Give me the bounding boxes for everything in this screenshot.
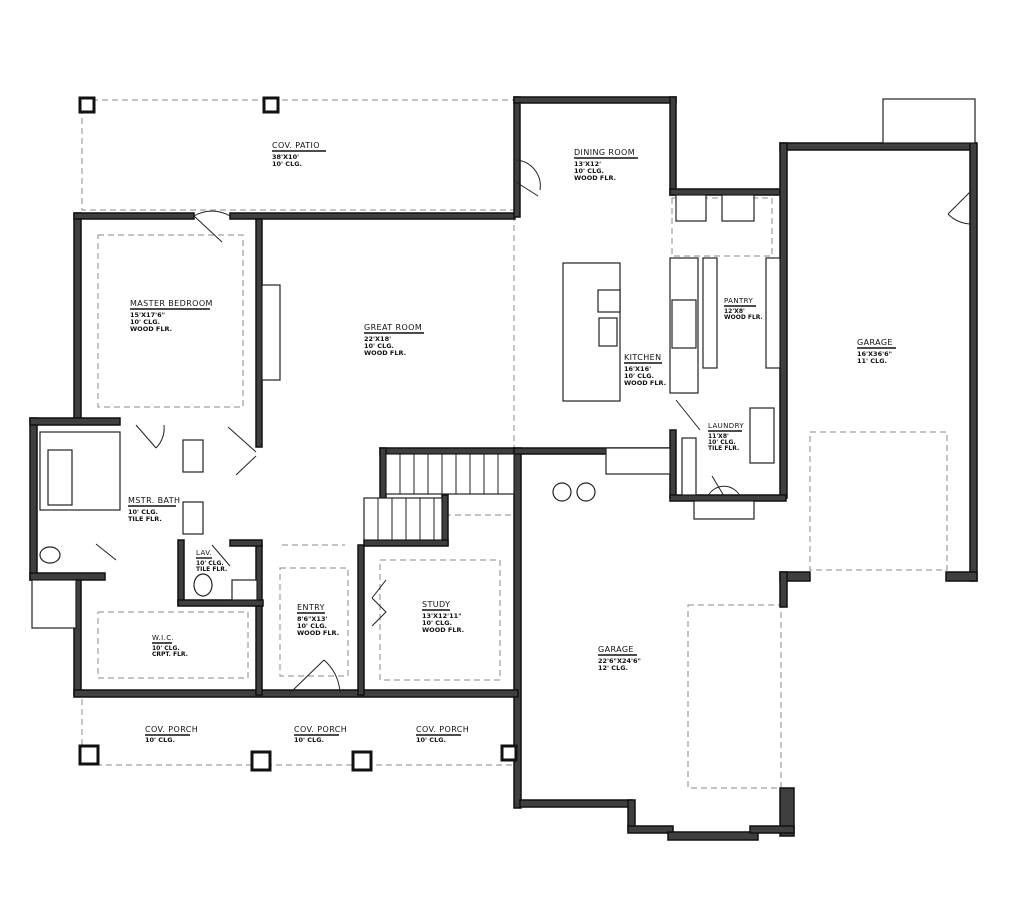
svg-text:10' CLG.: 10' CLG. — [272, 160, 302, 168]
svg-text:DINING ROOM: DINING ROOM — [574, 148, 635, 157]
room-label-entry: ENTRY 8'6"X13' 10' CLG. WOOD FLR. — [297, 603, 339, 637]
svg-text:10' CLG.: 10' CLG. — [574, 167, 604, 175]
svg-text:GREAT ROOM: GREAT ROOM — [364, 323, 422, 332]
room-label-garage-right: GARAGE 16'X36'6" 11' CLG. — [857, 338, 896, 365]
room-label-kitchen: KITCHEN 16'X16' 10' CLG. WOOD FLR. — [624, 353, 666, 387]
svg-text:PANTRY: PANTRY — [724, 297, 753, 305]
svg-text:10' CLG.: 10' CLG. — [364, 342, 394, 350]
svg-text:LAV.: LAV. — [196, 549, 212, 557]
svg-text:10' CLG.: 10' CLG. — [145, 736, 175, 744]
svg-text:COV. PORCH: COV. PORCH — [145, 725, 198, 734]
svg-text:8'6"X13': 8'6"X13' — [297, 615, 327, 623]
svg-text:WOOD FLR.: WOOD FLR. — [574, 174, 616, 182]
svg-text:KITCHEN: KITCHEN — [624, 353, 661, 362]
room-label-garage-lower: GARAGE 22'6"X24'6" 12' CLG. — [598, 645, 641, 672]
svg-text:10' CLG.: 10' CLG. — [130, 318, 160, 326]
room-label-cov-porch-1: COV. PORCH 10' CLG. — [145, 725, 198, 744]
svg-text:13'X12'11": 13'X12'11" — [422, 612, 462, 620]
svg-text:COV. PORCH: COV. PORCH — [416, 725, 469, 734]
room-label-cov-patio: COV. PATIO 38'X10' 10' CLG. — [272, 141, 326, 168]
room-label-great-room: GREAT ROOM 22'X18' 10' CLG. WOOD FLR. — [364, 323, 424, 357]
svg-text:MSTR. BATH: MSTR. BATH — [128, 496, 180, 505]
svg-text:10' CLG.: 10' CLG. — [708, 439, 736, 446]
svg-text:ENTRY: ENTRY — [297, 603, 325, 612]
room-label-pantry: PANTRY 12'X8' WOOD FLR. — [724, 297, 763, 321]
svg-text:15'X17'6": 15'X17'6" — [130, 311, 165, 319]
svg-text:WOOD FLR.: WOOD FLR. — [422, 626, 464, 634]
svg-text:W.I.C.: W.I.C. — [152, 634, 174, 642]
svg-text:12' CLG.: 12' CLG. — [598, 664, 628, 672]
door-swings — [95, 159, 973, 694]
svg-text:WOOD FLR.: WOOD FLR. — [724, 314, 763, 321]
svg-text:WOOD FLR.: WOOD FLR. — [130, 325, 172, 333]
svg-text:WOOD FLR.: WOOD FLR. — [297, 629, 339, 637]
room-label-master-bedroom: MASTER BEDROOM 15'X17'6" 10' CLG. WOOD F… — [130, 299, 213, 333]
room-label-cov-porch-2: COV. PORCH 10' CLG. — [294, 725, 347, 744]
svg-text:CRPT. FLR.: CRPT. FLR. — [152, 651, 188, 658]
room-label-dining-room: DINING ROOM 13'X12' 10' CLG. WOOD FLR. — [574, 148, 638, 182]
svg-text:10' CLG.: 10' CLG. — [196, 560, 224, 567]
room-label-lav: LAV. 10' CLG. TILE FLR. — [196, 549, 227, 573]
svg-text:STUDY: STUDY — [422, 600, 450, 609]
svg-text:12'X8': 12'X8' — [724, 308, 745, 315]
svg-text:10' CLG.: 10' CLG. — [152, 645, 180, 652]
room-labels: COV. PATIO 38'X10' 10' CLG. DINING ROOM … — [128, 141, 896, 744]
svg-text:22'6"X24'6": 22'6"X24'6" — [598, 657, 641, 665]
svg-text:COV. PATIO: COV. PATIO — [272, 141, 320, 150]
svg-text:10' CLG.: 10' CLG. — [422, 619, 452, 627]
svg-text:38'X10': 38'X10' — [272, 153, 299, 161]
svg-text:GARAGE: GARAGE — [598, 645, 634, 654]
svg-text:22'X18': 22'X18' — [364, 335, 391, 343]
fixtures — [39, 194, 781, 601]
svg-text:10' CLG.: 10' CLG. — [294, 736, 324, 744]
svg-text:TILE FLR.: TILE FLR. — [128, 515, 162, 523]
svg-text:11' CLG.: 11' CLG. — [857, 357, 887, 365]
room-label-master-bath: MSTR. BATH 10' CLG. TILE FLR. — [128, 496, 180, 523]
svg-text:10' CLG.: 10' CLG. — [624, 372, 654, 380]
stair-treads — [363, 453, 515, 541]
svg-text:16'X36'6": 16'X36'6" — [857, 350, 892, 358]
svg-text:13'X12': 13'X12' — [574, 160, 601, 168]
svg-text:WOOD FLR.: WOOD FLR. — [364, 349, 406, 357]
room-label-laundry: LAUNDRY 11'X8' 10' CLG. TILE FLR. — [708, 422, 744, 452]
svg-text:10' CLG.: 10' CLG. — [128, 508, 158, 516]
room-label-study: STUDY 13'X12'11" 10' CLG. WOOD FLR. — [422, 600, 464, 634]
room-label-wic: W.I.C. 10' CLG. CRPT. FLR. — [152, 634, 188, 658]
svg-text:WOOD FLR.: WOOD FLR. — [624, 379, 666, 387]
svg-text:TILE FLR.: TILE FLR. — [196, 566, 227, 573]
svg-text:16'X16': 16'X16' — [624, 365, 651, 373]
room-label-cov-porch-3: COV. PORCH 10' CLG. — [416, 725, 469, 744]
svg-text:11'X8': 11'X8' — [708, 433, 729, 440]
svg-text:COV. PORCH: COV. PORCH — [294, 725, 347, 734]
svg-text:GARAGE: GARAGE — [857, 338, 893, 347]
svg-text:10' CLG.: 10' CLG. — [297, 622, 327, 630]
svg-text:MASTER BEDROOM: MASTER BEDROOM — [130, 299, 213, 308]
svg-text:LAUNDRY: LAUNDRY — [708, 422, 744, 430]
svg-text:TILE FLR.: TILE FLR. — [708, 445, 739, 452]
svg-text:10' CLG.: 10' CLG. — [416, 736, 446, 744]
posts — [31, 96, 976, 772]
